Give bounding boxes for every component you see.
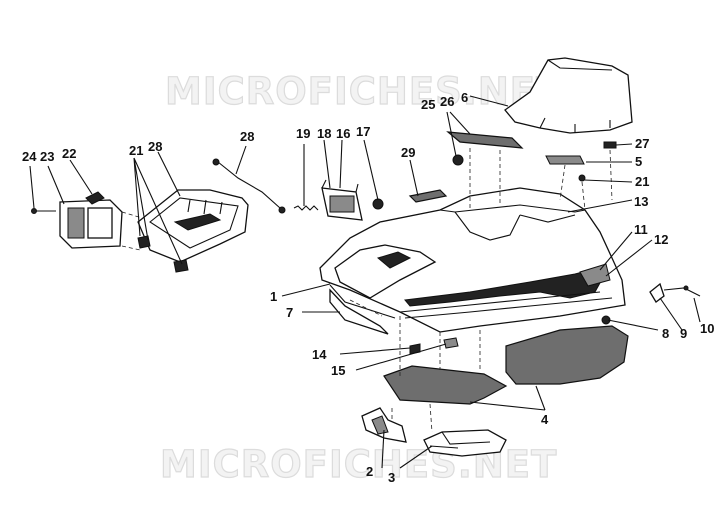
label-part-19: 19: [296, 126, 310, 141]
part-clips-left: [137, 235, 189, 273]
label-part-25: 25: [421, 97, 435, 112]
label-part-29: 29: [401, 145, 415, 160]
label-part-2: 2: [366, 464, 373, 479]
label-part-21-left: 21: [129, 143, 143, 158]
label-part-28-tray: 28: [148, 139, 162, 154]
part-top-grille: [446, 131, 524, 166]
label-part-5: 5: [635, 154, 642, 169]
label-part-23: 23: [40, 149, 54, 164]
label-part-13: 13: [634, 194, 648, 209]
watermark-top: MICROFICHES.NET: [165, 70, 562, 113]
part-lower-bracket: [361, 407, 407, 443]
label-part-1: 1: [270, 289, 277, 304]
label-part-26: 26: [440, 94, 454, 109]
part-plate: [545, 141, 617, 182]
leader-lines: [29, 111, 701, 469]
label-part-6: 6: [461, 90, 468, 105]
part-lower-panel: [329, 288, 389, 335]
label-part-10: 10: [700, 321, 714, 336]
label-part-18: 18: [317, 126, 331, 141]
label-part-27: 27: [635, 136, 649, 151]
label-part-7: 7: [286, 305, 293, 320]
part-small-clips: [409, 337, 459, 355]
part-bracket: [321, 179, 363, 221]
label-part-8: 8: [662, 326, 669, 341]
label-part-3: 3: [388, 470, 395, 485]
part-windshield: [469, 57, 633, 134]
label-part-24: 24: [22, 149, 37, 164]
part-lower-shield: [423, 429, 507, 457]
part-grille-strip: [408, 189, 448, 203]
label-part-17: 17: [356, 124, 370, 139]
part-hood: [319, 187, 626, 333]
label-part-9: 9: [680, 326, 687, 341]
part-dash-tray: [137, 189, 249, 263]
part-gauge-bezel: [31, 191, 123, 249]
label-part-15: 15: [331, 363, 345, 378]
label-part-12: 12: [654, 232, 668, 247]
label-part-16: 16: [336, 126, 350, 141]
part-cable: [212, 158, 286, 214]
align-lines-lower: [391, 316, 481, 433]
label-part-21-right: 21: [635, 174, 649, 189]
align-lines-top: [469, 148, 613, 211]
part-mats: [383, 325, 629, 405]
label-part-4: 4: [541, 412, 549, 427]
part-spring: [293, 205, 319, 211]
part-nut: [372, 198, 384, 210]
label-part-22: 22: [62, 146, 76, 161]
label-part-11: 11: [634, 222, 648, 237]
label-part-28-top: 28: [240, 129, 254, 144]
part-right-hardware: [601, 282, 701, 325]
label-part-14: 14: [312, 347, 327, 362]
